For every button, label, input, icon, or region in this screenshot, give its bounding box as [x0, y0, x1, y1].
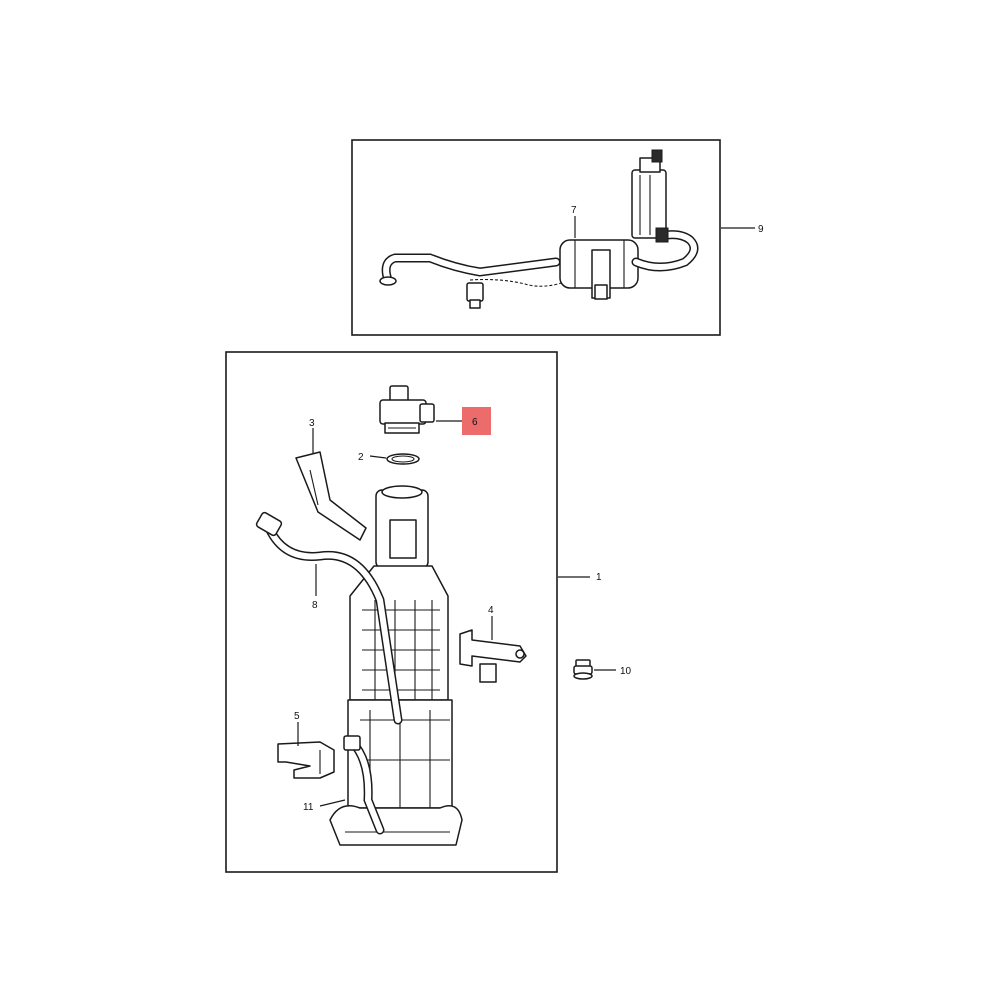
- hose-8-part: [255, 511, 403, 725]
- callout-4: 4: [488, 605, 494, 616]
- pump-assembly-frame: [351, 139, 721, 336]
- pump-assembly-drawing: [379, 149, 699, 309]
- canister-body: [329, 485, 590, 846]
- bracket-5-part: [277, 722, 335, 779]
- callout-11: 11: [303, 802, 314, 813]
- bracket-3-part: [295, 428, 367, 541]
- bracket-4-part: [459, 616, 527, 683]
- canister-assembly-frame: [225, 351, 558, 873]
- bolt-part: [573, 659, 616, 680]
- callout-5: 5: [294, 711, 300, 722]
- line-11-part: [319, 735, 385, 835]
- callout-2: 2: [358, 452, 364, 463]
- o-ring-part: [369, 453, 420, 465]
- valve-part: [379, 385, 462, 434]
- callout-7: 7: [571, 205, 577, 216]
- callout-6-highlight: [462, 407, 491, 435]
- callout-6: 6: [472, 417, 478, 428]
- callout-3: 3: [309, 418, 315, 429]
- callout-8: 8: [312, 600, 318, 611]
- callout-9: 9: [758, 224, 764, 235]
- callout-10: 10: [620, 666, 632, 677]
- callout-1: 1: [596, 572, 602, 583]
